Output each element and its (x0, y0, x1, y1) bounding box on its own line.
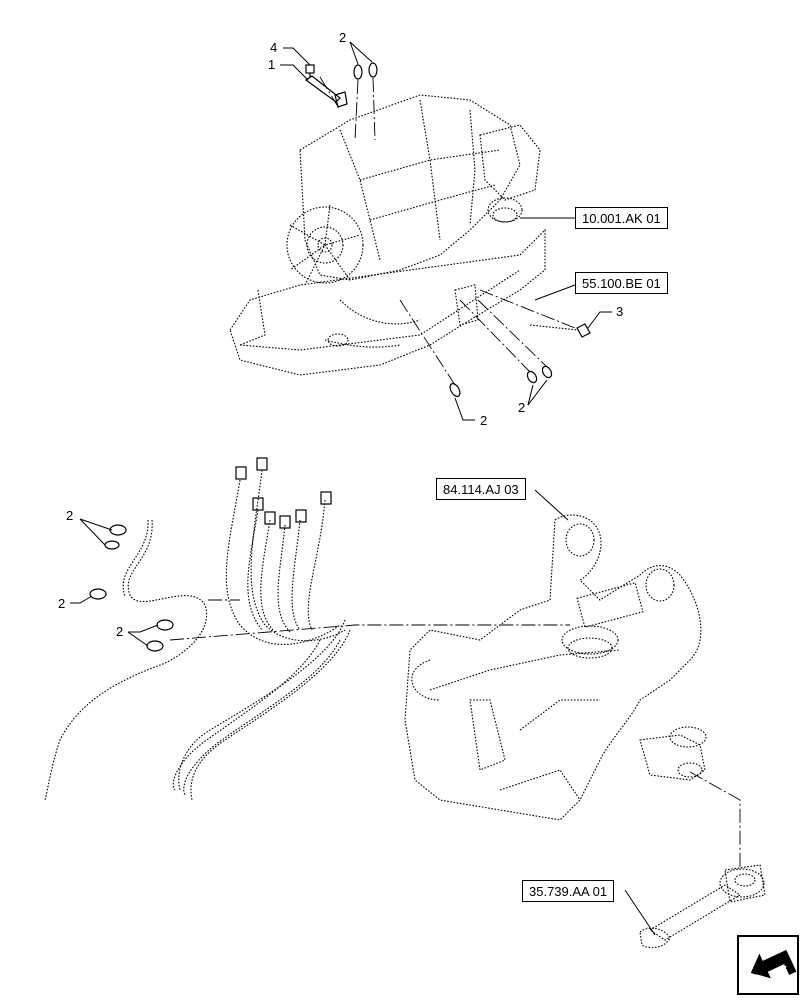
callout-item-2-left-c: 2 (116, 624, 123, 639)
axle-shaft (639, 864, 766, 949)
callout-item-2-left-a: 2 (66, 508, 73, 523)
callout-item-2-left-b: 2 (58, 596, 65, 611)
reference-hydraulic[interactable]: 55.100.BE 01 (575, 272, 668, 294)
loader-frame (404, 514, 707, 821)
next-page-arrow-icon[interactable] (737, 935, 799, 995)
reference-engine[interactable]: 10.001.AK 01 (575, 207, 668, 229)
engine-assembly (229, 94, 546, 376)
reference-axle-shaft[interactable]: 35.739.AA 01 (522, 880, 615, 902)
callout-item-2-bottom-right: 2 (518, 400, 525, 415)
callout-item-3: 3 (616, 304, 623, 319)
reference-loader-frame[interactable]: 84.114.AJ 03 (436, 478, 526, 500)
callout-item-2-top: 2 (339, 30, 346, 45)
callout-item-1: 1 (268, 57, 275, 72)
item-2-orings-top (353, 62, 553, 397)
callout-item-2-bottom-left: 2 (480, 413, 487, 428)
callout-item-4: 4 (270, 40, 277, 55)
item-1-bracket (304, 75, 348, 108)
item-3-screw (529, 323, 591, 338)
